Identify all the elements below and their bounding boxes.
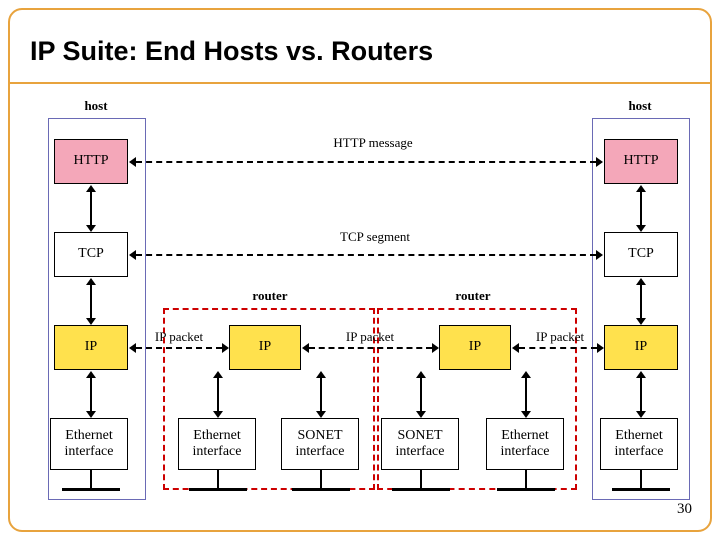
arrow-up-icon xyxy=(636,278,646,285)
router-right-label: router xyxy=(455,288,491,303)
arrow-right-icon xyxy=(596,157,603,167)
arrow-down-icon xyxy=(86,318,96,325)
flow-label-http-message: HTTP message xyxy=(333,135,413,150)
slide-frame xyxy=(8,8,712,532)
layer-label: Ethernet interface xyxy=(500,427,550,459)
layer-box-http-right: HTTP xyxy=(604,139,678,184)
layer-label: SONET interface xyxy=(395,427,445,459)
vconn-ip-iface-router-right-a xyxy=(420,377,422,411)
arrow-down-icon xyxy=(636,225,646,232)
arrow-up-icon xyxy=(86,371,96,378)
vconn-iface-medium-router-left-b xyxy=(320,470,322,488)
medium-line-left xyxy=(62,488,120,491)
vconn-tcp-ip-right xyxy=(640,284,642,318)
medium-line-router-left-a xyxy=(189,488,247,491)
vconn-ip-iface-left xyxy=(90,377,92,411)
layer-box-iface-right: Ethernet interface xyxy=(600,418,678,470)
arrow-right-icon xyxy=(222,343,229,353)
vconn-iface-medium-left xyxy=(90,470,92,488)
flow-label-ip-packet-3: IP packet xyxy=(535,329,585,344)
arrow-down-icon xyxy=(416,411,426,418)
vconn-iface-medium-router-right-a xyxy=(420,470,422,488)
arrow-up-icon xyxy=(213,371,223,378)
flow-label-ip-packet-1: IP packet xyxy=(154,329,204,344)
layer-box-iface-left: Ethernet interface xyxy=(50,418,128,470)
layer-box-tcp-right: TCP xyxy=(604,232,678,277)
arrow-right-icon xyxy=(432,343,439,353)
medium-line-router-left-b xyxy=(292,488,350,491)
page-title: IP Suite: End Hosts vs. Routers xyxy=(30,36,434,66)
layer-box-http-left: HTTP xyxy=(54,139,128,184)
arrow-down-icon xyxy=(636,411,646,418)
arrow-up-icon xyxy=(316,371,326,378)
title-divider xyxy=(10,82,710,84)
hdash-http-message xyxy=(136,161,596,163)
arrow-down-icon xyxy=(86,411,96,418)
arrow-up-icon xyxy=(521,371,531,378)
arrow-right-icon xyxy=(597,343,604,353)
layer-box-ip-router-right: IP xyxy=(439,325,511,370)
layer-label: Ethernet interface xyxy=(614,427,664,459)
layer-label: Ethernet interface xyxy=(192,427,242,459)
medium-line-router-right-b xyxy=(497,488,555,491)
router-right-outline xyxy=(377,308,577,490)
vconn-ip-iface-router-right-b xyxy=(525,377,527,411)
layer-box-iface-router-left-a: Ethernet interface xyxy=(178,418,256,470)
vconn-ip-iface-router-left-b xyxy=(320,377,322,411)
arrow-up-icon xyxy=(636,185,646,192)
layer-label: Ethernet interface xyxy=(64,427,114,459)
layer-box-ip-router-left: IP xyxy=(229,325,301,370)
host-right-outline xyxy=(592,118,690,500)
flow-label-ip-packet-2: IP packet xyxy=(345,329,395,344)
arrow-down-icon xyxy=(213,411,223,418)
vconn-iface-medium-right xyxy=(640,470,642,488)
vconn-http-tcp-right xyxy=(640,191,642,225)
vconn-iface-medium-router-right-b xyxy=(525,470,527,488)
page-number: 30 xyxy=(677,501,692,517)
arrow-down-icon xyxy=(86,225,96,232)
arrow-up-icon xyxy=(636,371,646,378)
flow-label-tcp-segment: TCP segment xyxy=(340,229,410,244)
vconn-iface-medium-router-left-a xyxy=(217,470,219,488)
medium-line-right xyxy=(612,488,670,491)
arrow-down-icon xyxy=(316,411,326,418)
arrow-left-icon xyxy=(129,250,136,260)
layer-box-ip-left: IP xyxy=(54,325,128,370)
vconn-ip-iface-right xyxy=(640,377,642,411)
arrow-up-icon xyxy=(86,185,96,192)
layer-box-iface-router-right-a: SONET interface xyxy=(381,418,459,470)
arrow-down-icon xyxy=(521,411,531,418)
hdash-ip-packet-1 xyxy=(136,347,222,349)
arrow-up-icon xyxy=(416,371,426,378)
arrow-right-icon xyxy=(596,250,603,260)
hdash-ip-packet-3 xyxy=(519,347,597,349)
layer-box-iface-router-right-b: Ethernet interface xyxy=(486,418,564,470)
arrow-left-icon xyxy=(129,157,136,167)
vconn-http-tcp-left xyxy=(90,191,92,225)
arrow-left-icon xyxy=(302,343,309,353)
layer-box-iface-router-left-b: SONET interface xyxy=(281,418,359,470)
arrow-down-icon xyxy=(636,318,646,325)
layer-box-ip-right: IP xyxy=(604,325,678,370)
arrow-left-icon xyxy=(129,343,136,353)
host-right-label: host xyxy=(628,98,652,113)
arrow-up-icon xyxy=(86,278,96,285)
hdash-ip-packet-2 xyxy=(309,347,432,349)
router-left-outline xyxy=(163,308,375,490)
host-left-outline xyxy=(48,118,146,500)
arrow-left-icon xyxy=(512,343,519,353)
vconn-ip-iface-router-left-a xyxy=(217,377,219,411)
host-left-label: host xyxy=(84,98,108,113)
vconn-tcp-ip-left xyxy=(90,284,92,318)
router-left-label: router xyxy=(252,288,288,303)
medium-line-router-right-a xyxy=(392,488,450,491)
layer-label: SONET interface xyxy=(295,427,345,459)
layer-box-tcp-left: TCP xyxy=(54,232,128,277)
hdash-tcp-segment xyxy=(136,254,596,256)
